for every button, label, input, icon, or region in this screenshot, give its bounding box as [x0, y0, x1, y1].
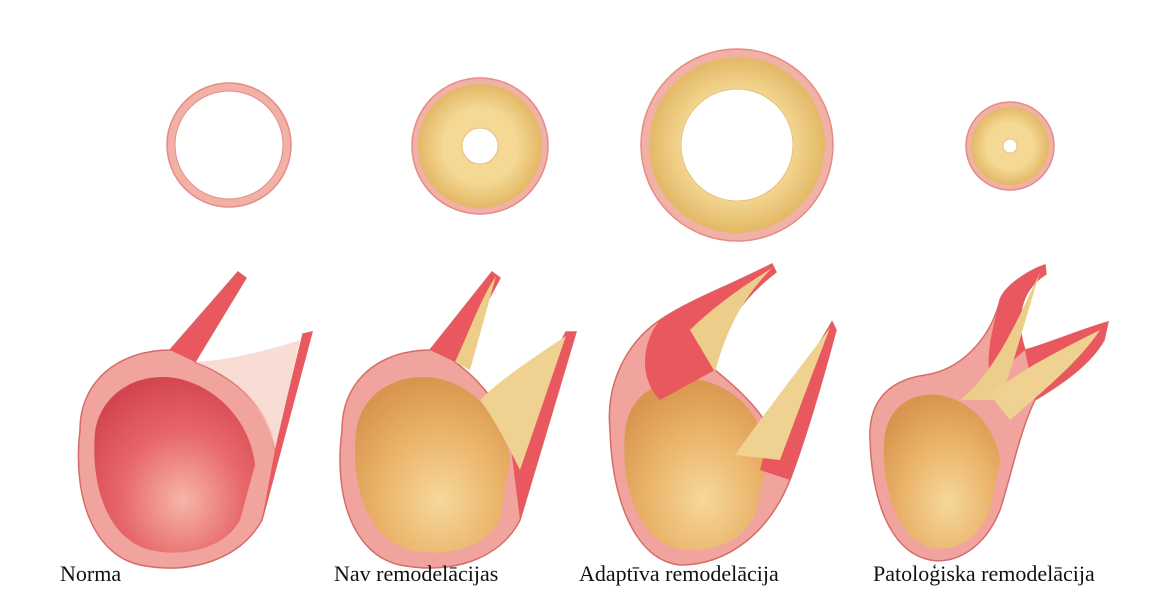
panel-adaptiva-remodelacija [609, 49, 836, 565]
label-nav-remodelacijas: Nav remodelācijas [334, 561, 498, 587]
patologiska-remodelacija-cross-section-lumen [1003, 139, 1017, 153]
panel-nav-remodelacijas [340, 78, 576, 568]
label-adaptiva-remodelacija: Adaptīva remodelācija [579, 561, 779, 587]
norma-cross-section-lumen [175, 91, 283, 199]
panel-norma [78, 83, 312, 568]
panel-patologiska-remodelacija [870, 102, 1108, 561]
patologiska-remodelacija-vessel [870, 265, 1108, 561]
adaptiva-remodelacija-cross-section-lumen [681, 89, 793, 201]
adaptiva-remodelacija-vessel [609, 264, 836, 565]
label-norma: Norma [60, 561, 121, 587]
nav-remodelacijas-cross-section-lumen [462, 128, 498, 164]
label-patologiska-remodelacija: Patoloģiska remodelācija [873, 561, 1095, 587]
norma-vessel [78, 272, 312, 568]
nav-remodelacijas-vessel [340, 272, 576, 568]
